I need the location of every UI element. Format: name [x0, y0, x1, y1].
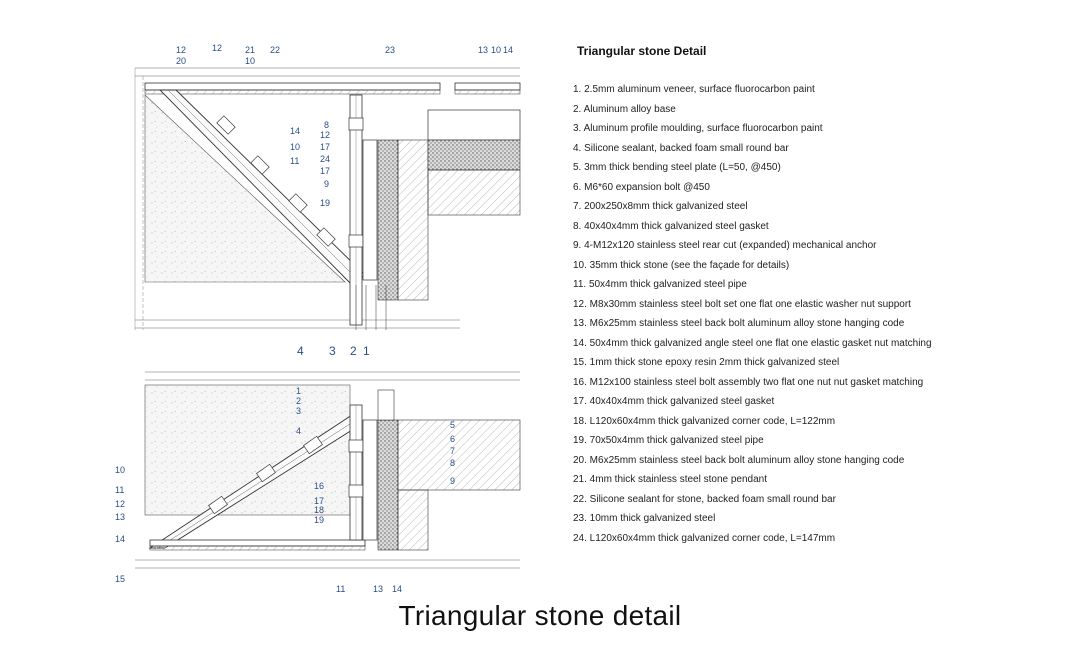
legend-title: Triangular stone Detail — [577, 44, 707, 58]
svg-text:11: 11 — [336, 584, 345, 594]
legend-item: 15. 1mm thick stone epoxy resin 2mm thic… — [573, 357, 840, 368]
svg-text:17: 17 — [320, 166, 330, 176]
svg-text:3: 3 — [329, 344, 336, 358]
svg-text:1: 1 — [296, 386, 301, 396]
svg-text:14: 14 — [503, 45, 513, 55]
upper-callouts: 12 12 21 22 20 10 23 13 10 14 14 10 11 1… — [176, 43, 513, 358]
svg-text:17: 17 — [314, 496, 324, 506]
legend-item: 2. Aluminum alloy base — [573, 103, 676, 115]
svg-text:4: 4 — [297, 344, 304, 358]
upper-detail — [134, 67, 521, 330]
legend-item: 11. 50x4mm thick galvanized steel pipe — [573, 279, 747, 290]
legend-item: 20. M6x25mm stainless steel back bolt al… — [573, 454, 905, 466]
legend-item: 9. 4-M12x120 stainless steel rear cut (e… — [573, 240, 877, 251]
legend-item: 7. 200x250x8mm thick galvanized steel — [573, 201, 748, 212]
figure-caption: Triangular stone detail — [398, 600, 682, 631]
legend-item: 19. 70x50x4mm thick galvanized steel pip… — [573, 435, 764, 446]
legend-item: 17. 40x40x4mm thick galvanized steel gas… — [573, 396, 775, 407]
svg-text:10: 10 — [245, 56, 255, 66]
svg-text:22: 22 — [270, 45, 280, 55]
legend-item: 8. 40x40x4mm thick galvanized steel gask… — [573, 220, 769, 232]
legend-item: 3. Aluminum profile moulding, surface fl… — [573, 123, 823, 134]
svg-text:1: 1 — [363, 344, 370, 358]
svg-text:2: 2 — [350, 344, 357, 358]
svg-text:8: 8 — [450, 458, 455, 468]
legend-item: 23. 10mm thick galvanized steel — [573, 513, 716, 524]
svg-text:5: 5 — [450, 420, 455, 430]
legend-item: 14. 50x4mm thick galvanized angle steel … — [573, 337, 932, 349]
legend-item: 12. M8x30mm stainless steel bolt set one… — [573, 298, 911, 310]
svg-text:19: 19 — [320, 198, 330, 208]
legend-item: 6. M6*60 expansion bolt @450 — [573, 181, 710, 193]
svg-text:9: 9 — [450, 476, 455, 486]
svg-text:10: 10 — [491, 45, 501, 55]
svg-text:15: 15 — [115, 574, 125, 584]
svg-text:19: 19 — [314, 515, 324, 525]
svg-text:16: 16 — [314, 481, 324, 491]
svg-text:11: 11 — [290, 156, 299, 166]
svg-text:10: 10 — [115, 465, 125, 475]
svg-text:13: 13 — [373, 584, 383, 594]
svg-text:12: 12 — [320, 130, 330, 140]
svg-text:24: 24 — [320, 154, 330, 164]
legend-item: 13. M6x25mm stainless steel back bolt al… — [573, 318, 905, 329]
svg-text:20: 20 — [176, 56, 186, 66]
svg-text:10: 10 — [290, 142, 300, 152]
svg-text:8: 8 — [324, 120, 329, 130]
legend-item: 5. 3mm thick bending steel plate (L=50, … — [573, 162, 781, 173]
svg-text:11: 11 — [115, 485, 124, 495]
svg-text:12: 12 — [212, 43, 222, 53]
svg-text:7: 7 — [450, 446, 455, 456]
legend-item: 18. L120x60x4mm thick galvanized corner … — [573, 415, 836, 427]
svg-text:18: 18 — [314, 505, 324, 515]
svg-text:12: 12 — [176, 45, 186, 55]
svg-text:9: 9 — [324, 179, 329, 189]
svg-text:12: 12 — [115, 499, 125, 509]
legend-item: 4. Silicone sealant, backed foam small r… — [573, 142, 789, 154]
svg-text:2: 2 — [296, 396, 301, 406]
svg-text:13: 13 — [115, 512, 125, 522]
svg-text:14: 14 — [115, 534, 125, 544]
legend-item: 16. M12x100 stainless steel bolt assembl… — [573, 376, 924, 388]
legend-item: 10. 35mm thick stone (see the façade for… — [573, 259, 790, 271]
legend-item: 1. 2.5mm aluminum veneer, surface fluoro… — [573, 84, 815, 95]
svg-text:6: 6 — [450, 434, 455, 444]
section-drawing: 12 12 21 22 20 10 23 13 10 14 14 10 11 1… — [115, 43, 521, 594]
legend-item: 24. L120x60x4mm thick galvanized corner … — [573, 532, 836, 544]
lower-detail — [135, 371, 521, 569]
svg-text:14: 14 — [290, 126, 300, 136]
legend-list: 1. 2.5mm aluminum veneer, surface fluoro… — [573, 84, 932, 552]
legend-item: 22. Silicone sealant for stone, backed f… — [573, 493, 836, 505]
svg-text:13: 13 — [478, 45, 488, 55]
legend-item: 21. 4mm thick stainless steel stone pend… — [573, 474, 767, 485]
svg-text:14: 14 — [392, 584, 402, 594]
svg-text:17: 17 — [320, 142, 330, 152]
lower-callouts: 10 11 12 13 14 15 1 2 3 4 16 17 18 19 5 … — [115, 386, 455, 594]
svg-text:23: 23 — [385, 45, 395, 55]
svg-text:21: 21 — [245, 45, 255, 55]
svg-text:3: 3 — [296, 406, 301, 416]
svg-text:4: 4 — [296, 426, 301, 436]
